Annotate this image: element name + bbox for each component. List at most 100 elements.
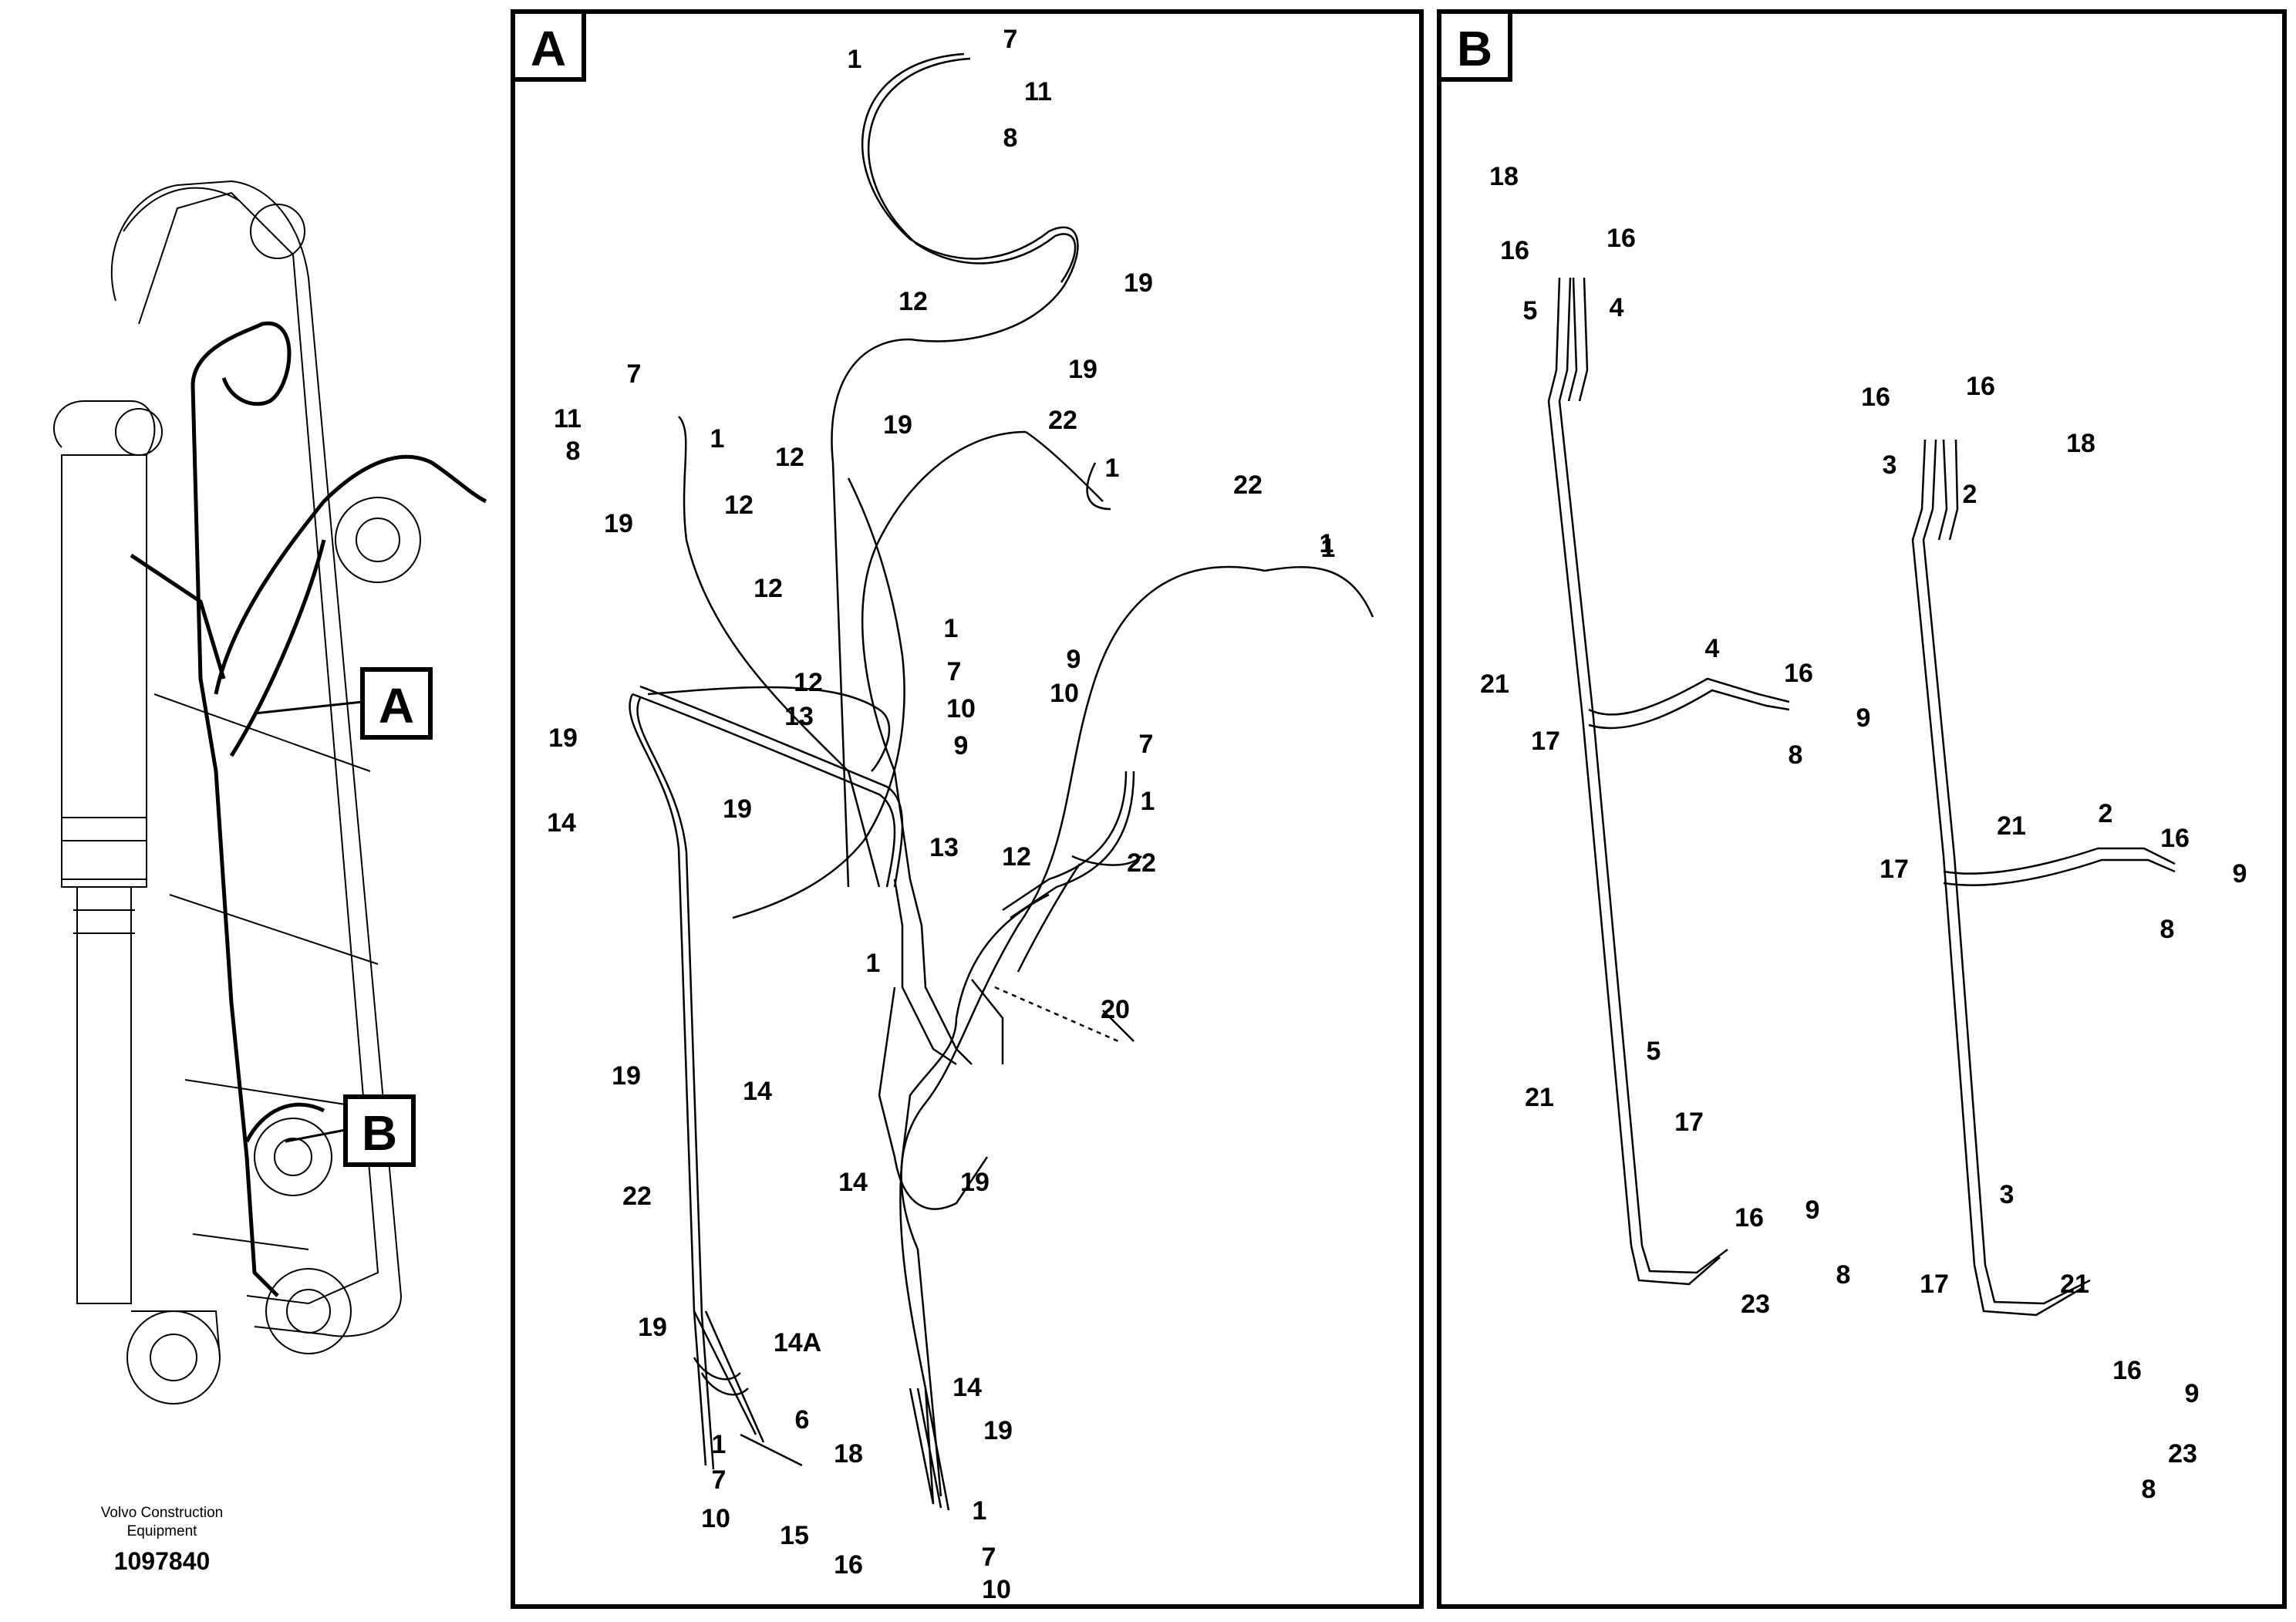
panel-b-callout: 4: [1610, 293, 1624, 322]
footer-doc-number: 1097840: [113, 1547, 211, 1575]
panel-a-callout: 12: [899, 287, 928, 316]
panel-b-callout: 21: [1997, 811, 2026, 841]
panel-a-callout: 12: [775, 443, 804, 472]
panel-b-callout: 8: [2160, 915, 2175, 944]
panel-a-callout: 1: [944, 614, 959, 643]
panel-a-callout: 6: [795, 1405, 810, 1435]
panel-b-callout: 5: [1647, 1037, 1661, 1066]
panel-a-callout: 19: [983, 1416, 1013, 1445]
panel-b-callout: 21: [1525, 1083, 1554, 1112]
panel-a-callout: 12: [1002, 842, 1031, 872]
panel-a-callout: 14: [952, 1373, 982, 1402]
panel-b-callout: 16: [2160, 824, 2190, 853]
panel-b-callout: 21: [2060, 1270, 2089, 1299]
panel-a-callout: 7: [1003, 25, 1018, 54]
panel-a-callout: 10: [946, 694, 976, 723]
footer-brand-line1: Volvo Construction: [100, 1505, 224, 1521]
panel-b-callout: 8: [2142, 1475, 2156, 1504]
panel-b-callout: 8: [1789, 740, 1803, 770]
panel-b: B: [1437, 9, 2287, 1609]
panel-b-callout: 16: [1966, 372, 1995, 401]
panel-b-callout: 17: [1880, 855, 1909, 884]
panel-a-callout: 22: [1233, 470, 1263, 500]
panel-a-callout: 22: [1127, 848, 1156, 878]
panel-a-callout: 12: [724, 491, 754, 520]
panel-b-callout: 9: [2185, 1379, 2200, 1408]
panel-a-callout: 1: [866, 949, 881, 978]
panel-a-callout: 13: [784, 702, 814, 731]
panel-b-callout: 18: [1489, 162, 1519, 191]
panel-a-callout: 19: [1068, 355, 1097, 384]
panel-b-title: B: [1457, 21, 1492, 76]
panel-a-callout: 14: [838, 1168, 868, 1197]
panel-a-callout: 10: [701, 1504, 730, 1533]
panel-a-callout: 1: [1105, 454, 1120, 483]
panel-b-pipes: [1547, 277, 2176, 1317]
panel-b-callout: 16: [1735, 1203, 1764, 1233]
panel-a-callout: 7: [947, 657, 962, 686]
panel-b-callout: 17: [1920, 1270, 1949, 1299]
boom-hose-routing: [130, 321, 487, 1297]
panel-a-callout: 19: [1124, 268, 1153, 298]
panel-a-callout: 1: [973, 1496, 987, 1526]
panel-a-callout: 19: [883, 410, 912, 440]
overview-callout-a: A: [254, 667, 433, 740]
panel-a-callout: 1: [1141, 787, 1155, 816]
panel-a-callout: 14: [743, 1077, 772, 1106]
panel-a-title: A: [531, 21, 566, 76]
panel-b-callout: 18: [2066, 429, 2095, 458]
panel-b-callout: 2: [2099, 799, 2113, 828]
panel-a-callout: 7: [982, 1543, 996, 1572]
overview-callout-a-label: A: [379, 678, 414, 733]
panel-a-callout: 7: [627, 359, 642, 389]
panel-a-callout: 11: [554, 404, 582, 433]
panel-a-callout: 9: [954, 731, 969, 760]
panel-b-callout: 8: [1836, 1260, 1851, 1290]
panel-a-callout: 19: [638, 1313, 667, 1342]
panel-b-callout: 5: [1523, 296, 1538, 325]
panel-a-callout: 18: [834, 1439, 863, 1469]
panel-a-callout: 1: [710, 424, 725, 454]
panel-b-callout: 3: [2000, 1180, 2014, 1209]
panel-a-callouts: 1 7 11 8 19 12 19 22 1 7 11 8 1 19 12 12…: [547, 25, 1335, 1604]
panel-b-callout: 9: [2233, 859, 2247, 889]
panel-a-callout: 19: [723, 794, 752, 824]
panel-b-callout: 16: [1500, 236, 1529, 265]
panel-a-callout: 22: [1048, 406, 1077, 435]
panel-a-callout: 14: [547, 808, 576, 838]
panel-a-callout: 8: [566, 437, 581, 466]
panel-b-callout: 16: [1607, 224, 1636, 253]
panel-a-callout: 10: [1050, 679, 1079, 708]
panel-a-callout: 11: [1024, 77, 1052, 106]
panel-a-callout: 19: [604, 509, 633, 538]
panel-a-callout: 9: [1067, 645, 1081, 674]
panel-a-callout: 12: [754, 574, 783, 603]
overview-callout-b-label: B: [362, 1105, 397, 1161]
panel-a-callout: 1: [1320, 529, 1334, 558]
panel-b-callout: 23: [1741, 1290, 1770, 1319]
panel-a-callout: 1: [712, 1430, 727, 1459]
panel-b-callout: 9: [1856, 703, 1871, 733]
panel-b-callout: 17: [1674, 1108, 1704, 1137]
panel-a-callout: 10: [982, 1575, 1011, 1604]
panel-a-callout: 7: [712, 1465, 727, 1495]
panel-b-callouts: 18 16 16 5 4 16 16 3 2 18 21 4 16 9 17 8…: [1480, 162, 2247, 1504]
panel-a-callout: 19: [548, 723, 578, 753]
panel-b-callout: 21: [1480, 669, 1509, 699]
panel-a-hoses: [629, 52, 1374, 1511]
panel-a-callout: 13: [929, 833, 959, 862]
panel-a-callout: 14A: [774, 1328, 821, 1357]
panel-a-callout: 19: [960, 1168, 990, 1197]
panel-b-callout: 9: [1805, 1195, 1820, 1225]
panel-a-callout: 7: [1139, 730, 1154, 759]
overview-callout-b: B: [285, 1094, 416, 1167]
panel-a-callout: 1: [848, 45, 862, 74]
panel-b-callout: 4: [1705, 634, 1720, 663]
panel-b-callout: 3: [1883, 450, 1897, 480]
panel-a-callout: 15: [780, 1521, 809, 1550]
panel-b-callout: 16: [1861, 383, 1890, 412]
panel-a-callout: 19: [612, 1061, 641, 1091]
panel-a: A: [511, 9, 1424, 1609]
panel-b-callout: 16: [2112, 1356, 2142, 1385]
panel-b-callout: 2: [1963, 480, 1977, 509]
